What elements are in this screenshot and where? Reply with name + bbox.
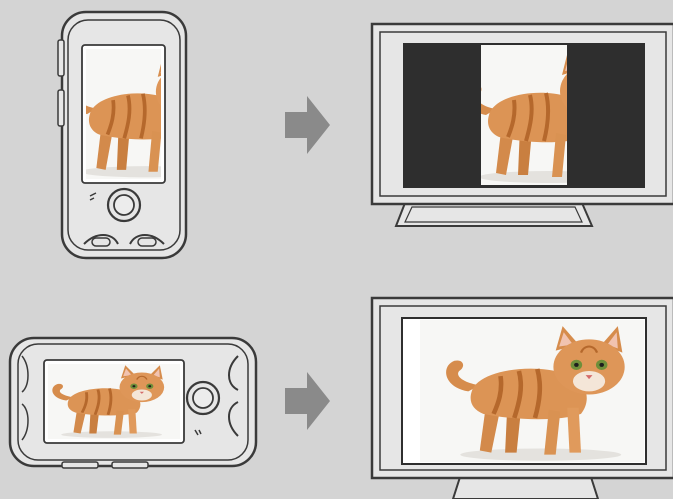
camera-device-portrait	[48, 12, 234, 258]
arrow-right-icon	[285, 372, 330, 430]
tv-display-pillarbox	[372, 24, 673, 226]
row-landscape	[10, 298, 673, 499]
arrow-right-icon	[285, 96, 330, 154]
cat-photo-tv-landscape	[420, 320, 650, 463]
cat-photo-landscape	[36, 362, 180, 439]
row-portrait	[48, 12, 673, 258]
tv-display-fullscreen	[372, 298, 673, 499]
camera-device-landscape	[10, 338, 256, 468]
